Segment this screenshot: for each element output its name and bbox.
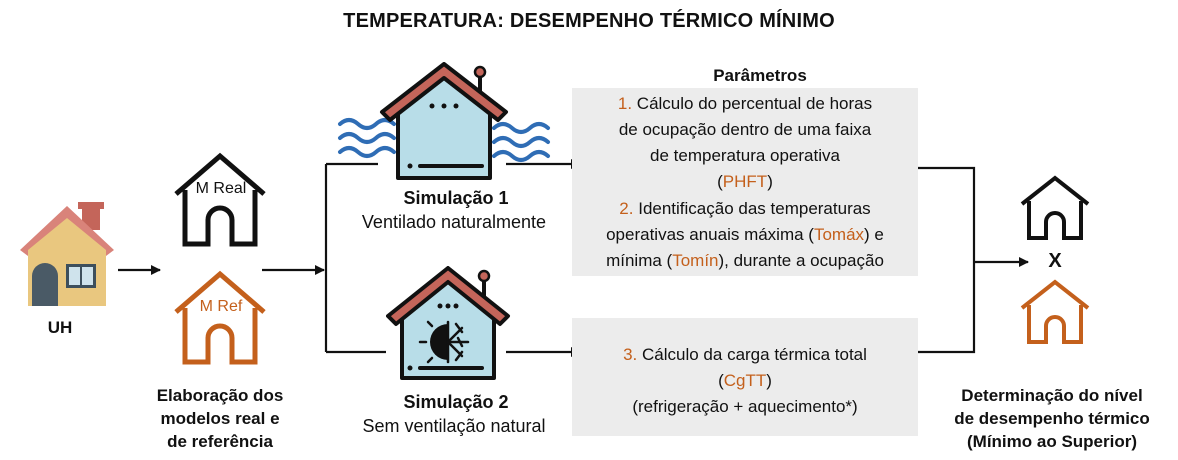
sim2-subtitle: Sem ventilação natural xyxy=(362,416,546,436)
param-1-number: 1. xyxy=(617,94,633,113)
param-3-line: (refrigeração + aquecimento*) xyxy=(632,397,858,416)
sim1-ventilated-house-icon xyxy=(338,62,550,180)
param-1-line: 1. Cálculo do percentual de horas xyxy=(572,91,918,118)
paren: ) xyxy=(766,371,772,390)
param-3-abbr-line: (CgTT) xyxy=(572,368,918,395)
param-3-text: Cálculo da carga térmica total xyxy=(642,345,867,364)
param-3-line: 3. Cálculo da carga térmica total xyxy=(572,342,918,369)
models-caption-line: Elaboração dos xyxy=(156,386,284,405)
params-title: Parâmetros xyxy=(713,66,807,85)
models-caption-line: modelos real e xyxy=(160,409,280,428)
param-2-line: operativas anuais máxima (Tomáx) e xyxy=(572,222,918,249)
param-2-number: 2. xyxy=(619,199,634,218)
params-box-1: 1. Cálculo do percentual de horas de ocu… xyxy=(572,88,918,276)
params-box-2: 3. Cálculo da carga térmica total (CgTT)… xyxy=(572,318,918,436)
param-2-text: mínima ( xyxy=(606,251,673,270)
sim1-subtitle: Ventilado naturalmente xyxy=(361,212,547,232)
uh-house-icon xyxy=(20,202,114,306)
sim2-title: Simulação 2 xyxy=(403,392,509,412)
result-caption-line: de desempenho térmico xyxy=(954,409,1150,428)
models-caption: Elaboração dos modelos real e de referên… xyxy=(132,384,308,453)
param-1-line: de ocupação dentro de uma faixa xyxy=(618,120,872,139)
param-2-text: ) e xyxy=(864,225,884,244)
result-caption: Determinação do nível de desempenho térm… xyxy=(932,384,1172,453)
result-caption-line: Determinação do nível xyxy=(961,386,1143,405)
param-2-text: ), durante a ocupação xyxy=(718,251,884,270)
param-2-text: Identificação das temperaturas xyxy=(638,199,871,218)
param-2-line: 2. Identificação das temperaturas xyxy=(572,196,918,223)
diagram-title: TEMPERATURA: DESEMPENHO TÉRMICO MÍNIMO xyxy=(343,10,835,32)
paren: ( xyxy=(718,371,724,390)
result-real-house-icon xyxy=(1020,175,1090,240)
paren: ( xyxy=(717,172,723,191)
phft-abbr: PHFT xyxy=(722,172,768,191)
model-ref-house-icon xyxy=(174,270,266,365)
tomin-abbr: Tomín xyxy=(672,251,719,270)
cgtt-abbr: CgTT xyxy=(723,371,767,390)
models-caption-line: de referência xyxy=(167,432,273,451)
param-2-text: operativas anuais máxima ( xyxy=(606,225,814,244)
uh-label: UH xyxy=(47,318,73,337)
model-ref-label: M Ref xyxy=(199,298,243,315)
tomax-abbr: Tomáx xyxy=(813,225,865,244)
result-caption-line: (Mínimo ao Superior) xyxy=(967,432,1137,451)
sim2-ac-house-icon xyxy=(386,266,510,380)
param-2-line: mínima (Tomín), durante a ocupação xyxy=(572,248,918,275)
paren: ) xyxy=(767,172,773,191)
comparison-symbol: X xyxy=(1048,250,1062,272)
param-1-text: Cálculo do percentual de horas xyxy=(636,94,873,113)
param-1-line: de temperatura operativa xyxy=(650,146,840,165)
param-1-abbr-line: (PHFT) xyxy=(572,169,918,196)
model-real-house-icon xyxy=(174,152,266,247)
model-real-label: M Real xyxy=(195,180,247,197)
sim1-title: Simulação 1 xyxy=(403,188,509,208)
param-3-number: 3. xyxy=(623,345,638,364)
merge-bracket xyxy=(918,166,976,354)
result-ref-house-icon xyxy=(1020,279,1090,344)
